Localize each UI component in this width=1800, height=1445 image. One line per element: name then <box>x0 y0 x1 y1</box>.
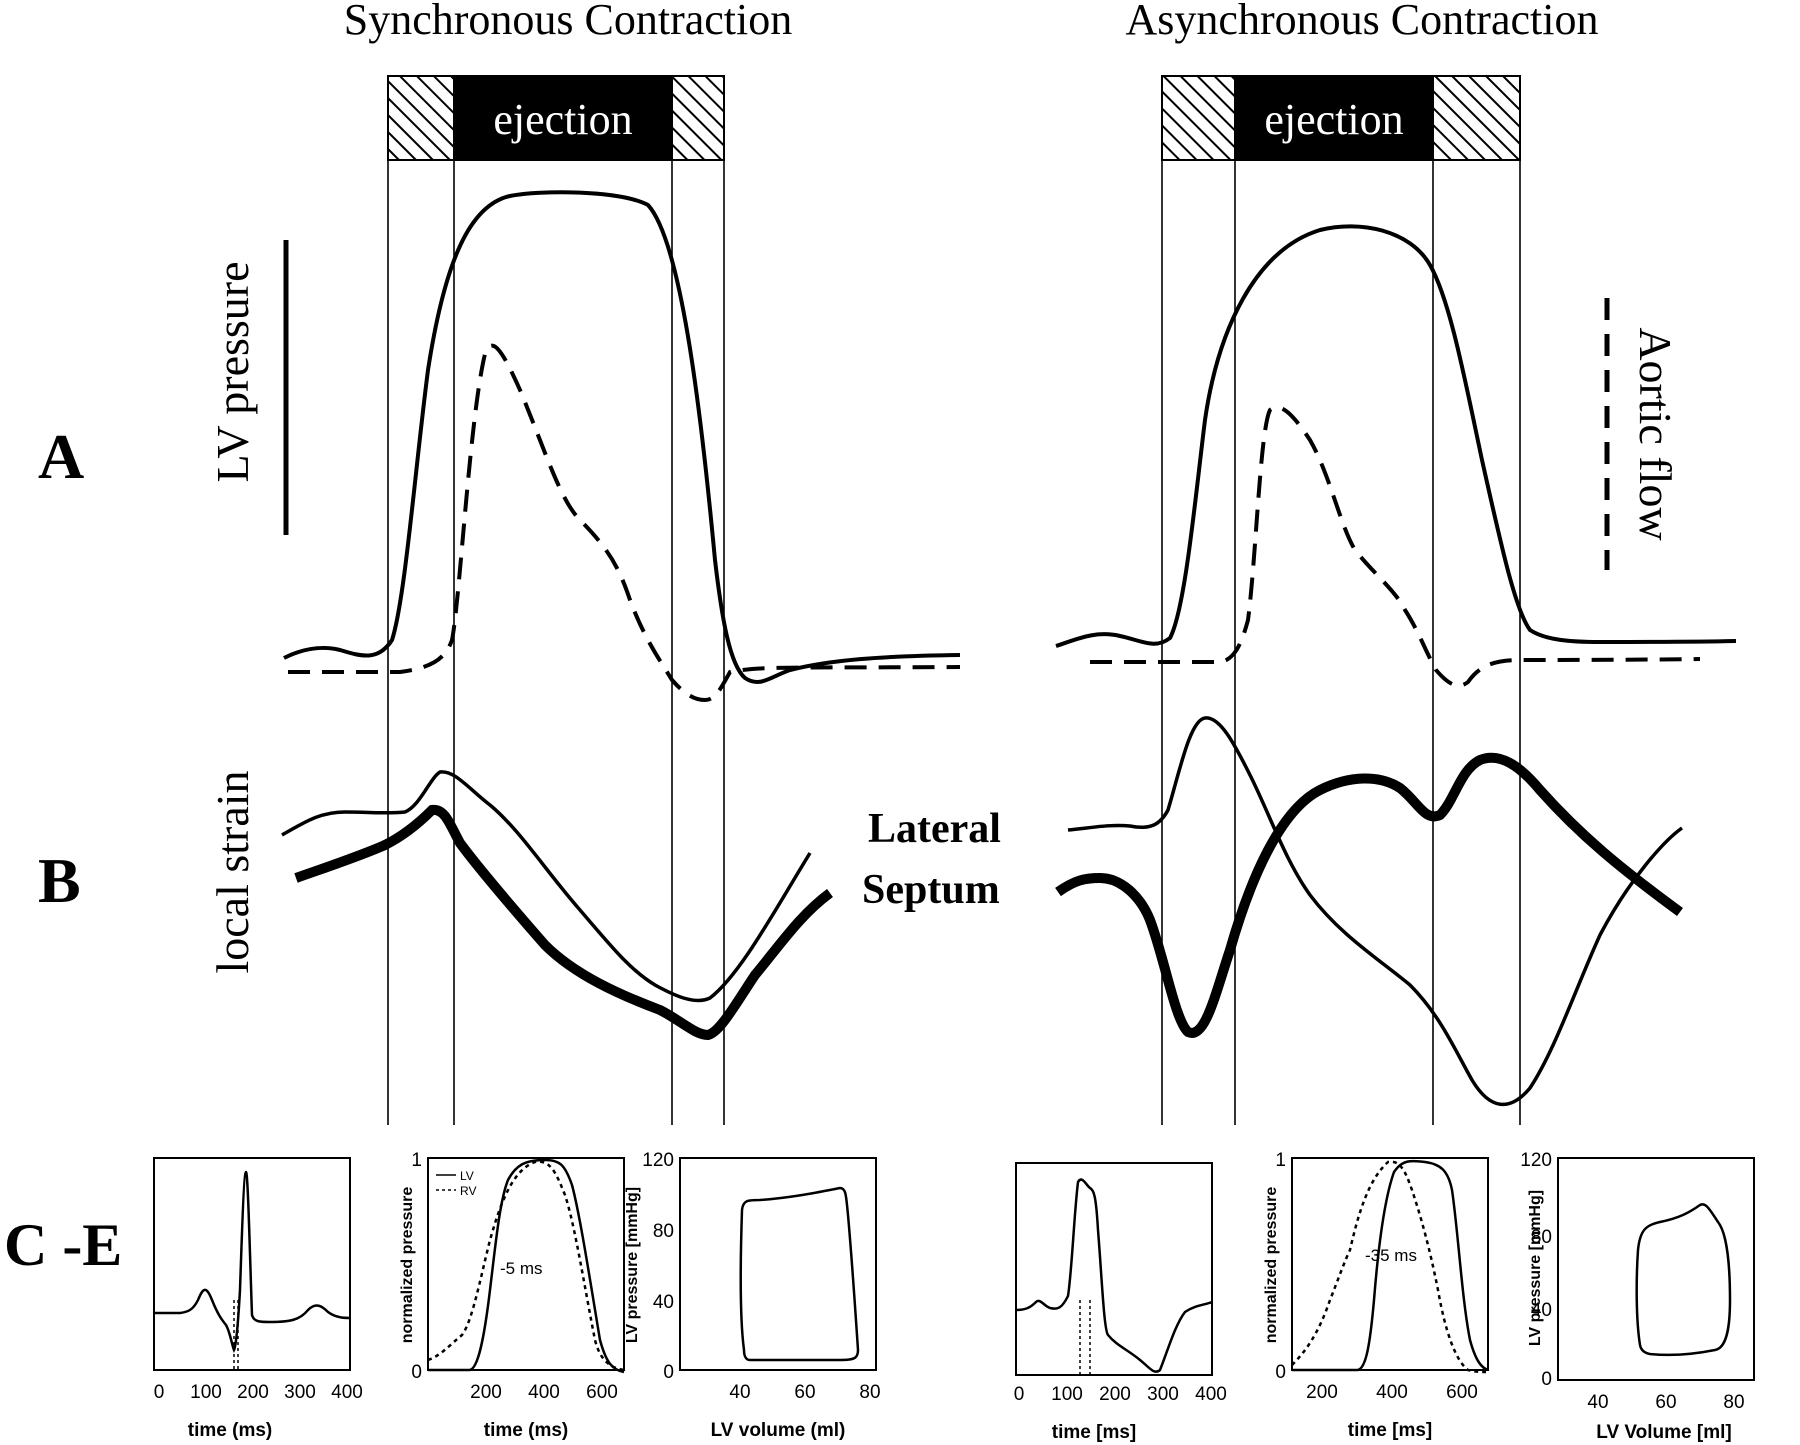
title-synchronous: Synchronous Contraction <box>344 0 793 44</box>
x-tick: 60 <box>1655 1392 1676 1413</box>
x-tick: 400 <box>528 1382 560 1403</box>
x-tick: 0 <box>154 1382 165 1403</box>
phase-bar-sync: ejection <box>387 75 725 161</box>
plot-frame <box>427 1157 625 1371</box>
y-axis-label: LV pressure [mmHg] <box>1527 1190 1544 1346</box>
x-axis-label: time [ms] <box>1348 1420 1432 1441</box>
septum-label: Septum <box>862 867 1000 913</box>
delay-annotation-sync: -5 ms <box>500 1259 543 1278</box>
y-axis-label: normalized pressure <box>399 1187 416 1344</box>
isovolumic-contraction-hatch-async <box>1161 75 1236 161</box>
lateral-strain-curve-async <box>1067 716 1684 1106</box>
legend-rv: RV <box>460 1184 476 1198</box>
legend-lv: LV <box>460 1169 474 1183</box>
x-tick: 60 <box>794 1382 815 1403</box>
ejection-block-sync <box>454 76 672 160</box>
y-tick: 0 <box>1541 1369 1552 1390</box>
lv-pressure-label: LV pressure <box>207 261 258 482</box>
aortic-flow-curve-async <box>1090 405 1701 688</box>
septum-strain-curve-async <box>1055 752 1683 1038</box>
x-tick: 0 <box>1014 1384 1025 1405</box>
plot-frame <box>679 1157 877 1371</box>
ecg-trace-sync <box>154 1170 351 1354</box>
y-tick: 1 <box>1275 1150 1286 1171</box>
y-axis-label: normalized pressure <box>1263 1187 1280 1344</box>
isovolumic-contraction-hatch-sync <box>387 75 455 161</box>
lv-normalized-curve-async <box>1292 1159 1489 1372</box>
y-tick: 40 <box>1531 1300 1552 1321</box>
y-tick: 0 <box>1275 1362 1286 1383</box>
y-tick: 80 <box>1531 1227 1552 1248</box>
normalized-pressure-plot-async: -35 ms 0 1 200 400 600 normalized pressu… <box>1263 1150 1489 1441</box>
pv-loop-plot-sync: 0 40 80 120 40 60 80 LV pressure [mmHg] … <box>624 1150 881 1441</box>
normalized-pressure-plot-sync: LV RV -5 ms 0 1 200 400 600 normalized p… <box>399 1150 625 1441</box>
lv-normalized-curve-sync <box>428 1158 625 1374</box>
pv-loop-sync <box>739 1186 860 1362</box>
y-tick: 0 <box>663 1362 674 1383</box>
lv-pressure-curve-sync <box>283 190 961 684</box>
isovolumic-relaxation-hatch-async <box>1432 75 1521 161</box>
x-tick: 80 <box>859 1382 880 1403</box>
ejection-label-sync: ejection <box>493 95 632 144</box>
x-tick: 300 <box>284 1382 316 1403</box>
septum-strain-curve-sync <box>294 804 833 1041</box>
aortic-flow-curve-sync <box>288 343 961 703</box>
local-strain-label: local strain <box>207 770 258 973</box>
plot-frame <box>153 1157 351 1371</box>
x-tick: 80 <box>1723 1392 1744 1413</box>
x-tick: 300 <box>1147 1384 1179 1405</box>
x-tick: 40 <box>729 1382 750 1403</box>
x-tick: 200 <box>1306 1382 1338 1403</box>
rv-normalized-curve-async <box>1291 1160 1489 1374</box>
lateral-strain-curve-sync <box>281 770 812 1003</box>
delay-annotation-async: -35 ms <box>1365 1246 1417 1265</box>
x-tick: 40 <box>1587 1392 1608 1413</box>
x-axis-label: LV Volume [ml] <box>1596 1422 1731 1443</box>
x-tick: 400 <box>331 1382 363 1403</box>
lateral-label: Lateral <box>868 806 1001 852</box>
x-axis-label: time [ms] <box>1052 1422 1136 1443</box>
plot-frame <box>1015 1162 1213 1376</box>
x-tick: 100 <box>190 1382 222 1403</box>
y-tick: 40 <box>653 1292 674 1313</box>
ecg-plot-async: 0 100 200 300 400 time [ms] <box>1014 1162 1227 1443</box>
ecg-trace-async <box>1015 1178 1213 1373</box>
x-axis-label: LV volume (ml) <box>711 1420 846 1441</box>
y-tick: 0 <box>411 1362 422 1383</box>
x-tick: 400 <box>1376 1382 1408 1403</box>
y-tick: 120 <box>642 1150 674 1171</box>
y-tick: 120 <box>1520 1150 1552 1171</box>
x-tick: 600 <box>1446 1382 1478 1403</box>
y-tick: 80 <box>653 1221 674 1242</box>
phase-bar-async: ejection <box>1161 75 1521 161</box>
rv-normalized-curve-sync <box>427 1160 625 1372</box>
ejection-block-async <box>1235 76 1433 160</box>
panel-label-a: A <box>38 421 84 492</box>
x-tick: 200 <box>237 1382 269 1403</box>
x-tick: 600 <box>586 1382 618 1403</box>
ejection-label-async: ejection <box>1264 95 1403 144</box>
y-tick: 1 <box>411 1150 422 1171</box>
phase-guides-sync <box>387 160 725 1125</box>
pv-loop-plot-async: 0 40 80 120 40 60 80 LV pressure [mmHg] … <box>1520 1150 1755 1443</box>
panel-label-ce: C -E <box>4 1212 122 1278</box>
x-tick: 200 <box>1099 1384 1131 1405</box>
lv-pressure-curve-async <box>1055 224 1737 648</box>
x-axis-label: time (ms) <box>484 1420 568 1441</box>
x-tick: 100 <box>1051 1384 1083 1405</box>
isovolumic-relaxation-hatch-sync <box>671 75 725 161</box>
y-axis-label: LV pressure [mmHg] <box>624 1187 641 1343</box>
panel-label-b: B <box>38 845 81 916</box>
title-asynchronous: Asynchronous Contraction <box>1126 0 1599 44</box>
pv-loop-async <box>1635 1203 1732 1357</box>
ecg-plot-sync: 0 100 200 300 400 time (ms) <box>153 1157 363 1441</box>
aortic-flow-label: Aortic flow <box>1630 327 1681 541</box>
x-axis-label: time (ms) <box>188 1420 272 1441</box>
plot-frame <box>1291 1157 1489 1371</box>
x-tick: 400 <box>1195 1384 1227 1405</box>
plot-frame <box>1557 1157 1755 1381</box>
x-tick: 200 <box>470 1382 502 1403</box>
